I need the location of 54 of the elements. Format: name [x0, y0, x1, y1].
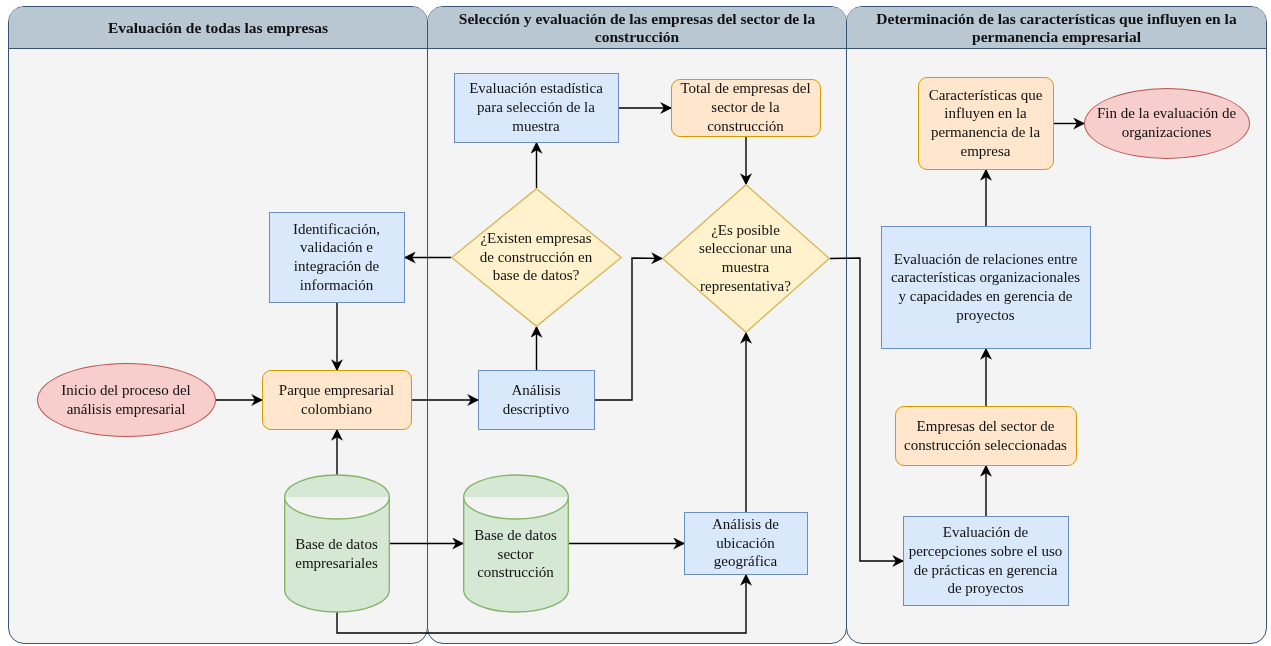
- arrow: [331, 428, 343, 476]
- arrow: [740, 331, 752, 513]
- node-label: Evaluación estadística para selección de la muestra: [468, 79, 604, 136]
- lane-header: Selección y evaluación de las empresas del sector de la construcción: [428, 7, 846, 49]
- node-label: Inicio del proceso del análisis empresarial: [60, 380, 192, 419]
- database-cylinder: [283, 474, 390, 612]
- swimlane: [427, 6, 847, 644]
- node-label: Total de empresas del sector de la construcción: [679, 79, 812, 136]
- lane-header: Evaluación de todas las empresas: [9, 7, 427, 49]
- result-box: [261, 369, 412, 430]
- arrow: [403, 251, 452, 264]
- swimlane: [8, 6, 428, 644]
- arrow: [829, 257, 905, 567]
- arrow: [336, 573, 752, 634]
- process-box: [880, 225, 1091, 349]
- arrow: [530, 141, 543, 189]
- node-label: Identificación, validación e integración de información: [291, 219, 381, 295]
- node-label: Características que influyen en la permanencia de la empresa: [927, 85, 1044, 161]
- arrow: [215, 394, 264, 406]
- node-label: Base de datos empresariales: [294, 535, 379, 573]
- database-cylinder: [462, 474, 569, 612]
- node-label: ¿Existen empresas de construcción en base de datos?: [478, 228, 594, 286]
- arrow: [568, 537, 686, 550]
- process-box: [683, 511, 808, 575]
- node-label: Evaluación de percepciones sobre el uso de prácticas en gerencia de proyectos: [907, 523, 1064, 598]
- swimlane: [846, 6, 1267, 644]
- lane-header: Determinación de las características que influyen en la permanencia empresarial: [847, 7, 1266, 49]
- node-label: Parque empresarial colombiano: [277, 380, 396, 419]
- arrow: [1053, 117, 1086, 130]
- arrow: [980, 168, 992, 227]
- arrow: [331, 302, 343, 372]
- node-label: Evaluación de relaciones entre características organizacionales y capacidades en gerencia de proyectos: [889, 249, 1082, 325]
- node-label: Fin de la evaluación de organizaciones: [1095, 104, 1238, 142]
- arrow: [530, 325, 543, 371]
- arrow: [980, 347, 992, 407]
- arrow: [618, 102, 673, 114]
- process-box: [268, 211, 405, 303]
- process-box: [453, 72, 619, 143]
- decision-diamond: [661, 183, 830, 333]
- node-label: ¿Es posible seleccionar una muestra representativa?: [698, 220, 793, 296]
- decision-diamond: [450, 187, 622, 327]
- process-box: [477, 369, 595, 430]
- arrow: [594, 252, 664, 401]
- result-box: [894, 405, 1077, 466]
- arrow: [389, 537, 465, 550]
- arrow: [980, 464, 992, 517]
- process-box: [902, 515, 1069, 606]
- node-label: Análisis descriptivo: [501, 380, 571, 419]
- arrow: [411, 394, 480, 406]
- node-label: Análisis de ubicación geográfica: [710, 514, 781, 572]
- result-box: [917, 76, 1054, 170]
- node-label: Base de datos sector construcción: [473, 525, 558, 583]
- node-label: Empresas del sector de construcción seleccionadas: [903, 416, 1068, 455]
- arrow: [740, 136, 752, 186]
